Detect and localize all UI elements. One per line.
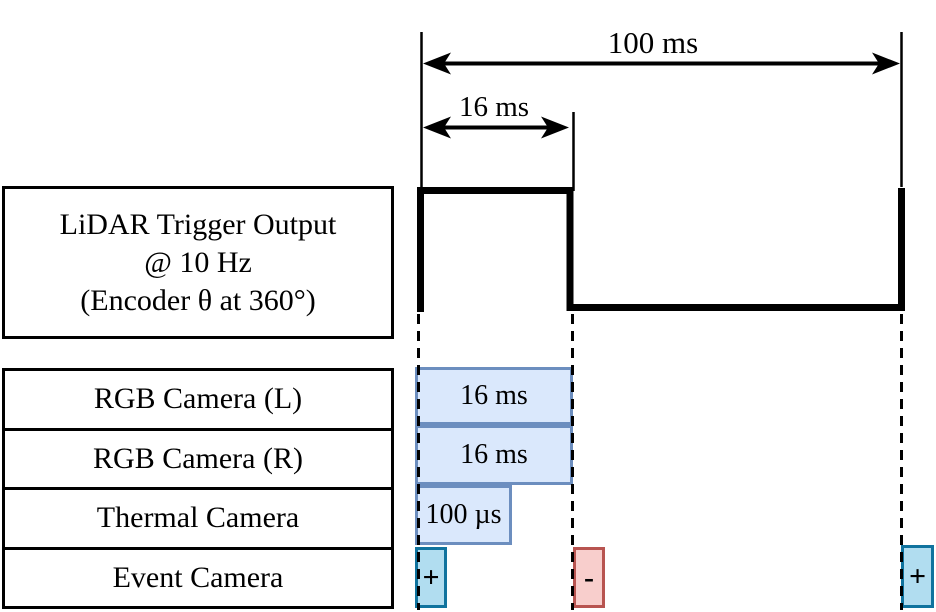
event-negative-marker-falling: - [573, 547, 605, 608]
sensor-row-rgb-left: RGB Camera (L) [5, 371, 391, 428]
event-positive-marker-next-rising: + [901, 545, 934, 608]
period-arrowhead-right [872, 52, 900, 75]
pulse-width-label: 16 ms [458, 91, 530, 123]
sensor-row-label: RGB Camera (R) [93, 441, 303, 475]
sensor-row-event: Event Camera [5, 546, 391, 607]
rgb-left-exposure-bar: 16 ms [415, 367, 573, 425]
pulse-width-arrowhead-left [423, 116, 451, 139]
event-positive-marker-rising: + [415, 547, 447, 608]
sensor-row-label: Thermal Camera [96, 501, 300, 535]
lidar-label-line2: @ 10 Hz [144, 245, 252, 279]
period-arrowhead-left [423, 52, 451, 75]
rgb-right-exposure-value: 16 ms [460, 439, 528, 470]
lidar-label-line3: (Encoder θ at 360°) [80, 283, 316, 317]
rgb-right-exposure-bar: 16 ms [415, 425, 573, 485]
sensor-row-thermal: Thermal Camera [5, 487, 391, 547]
lidar-trigger-label-box: LiDAR Trigger Output @ 10 Hz (Encoder θ … [2, 186, 394, 339]
lidar-label-line1: LiDAR Trigger Output [59, 207, 337, 241]
thermal-exposure-bar: 100 µs [415, 485, 512, 545]
rgb-left-exposure-value: 16 ms [460, 380, 528, 411]
sensor-row-label: Event Camera [112, 560, 284, 594]
sensor-row-rgb-right: RGB Camera (R) [5, 427, 391, 488]
thermal-exposure-value: 100 µs [425, 499, 502, 530]
lidar-trigger-square-wave [417, 187, 905, 312]
sensor-rows-table: RGB Camera (L) RGB Camera (R) Thermal Ca… [2, 368, 394, 609]
pulse-width-arrowhead-right [541, 116, 569, 139]
period-label: 100 ms [607, 25, 699, 60]
sensor-row-label: RGB Camera (L) [93, 382, 303, 416]
